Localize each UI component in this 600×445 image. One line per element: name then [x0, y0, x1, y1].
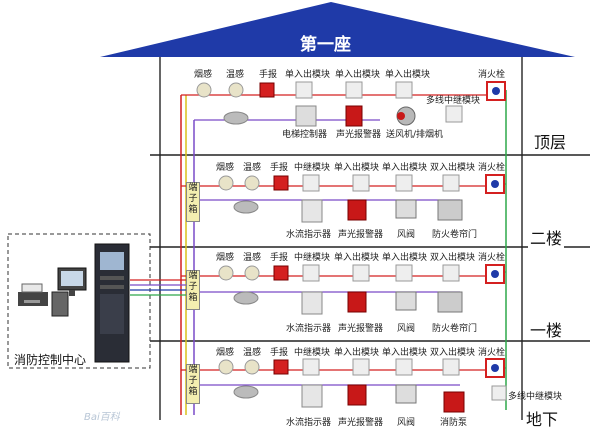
label-2-module-2: 单入出模块 [382, 163, 428, 173]
label-b-module-3: 双入出模块 [430, 348, 476, 358]
label-1-smoke: 烟感 [216, 253, 235, 263]
label-2-hydrant: 消火栓 [478, 163, 506, 173]
label-1-relay: 中继模块 [294, 253, 331, 263]
label-b-manual: 手报 [270, 348, 289, 358]
label-top-elevator: 电梯控制器 [282, 130, 328, 140]
label-top-module-3: 单入出模块 [385, 70, 431, 80]
floor-label-2: 二楼 [528, 229, 565, 248]
label-top-relay: 多线中继模块 [426, 96, 481, 106]
label-b-module-2: 单入出模块 [382, 348, 428, 358]
label-1-heat: 温感 [243, 253, 262, 263]
label-top-fan: 送风机/排烟机 [386, 130, 444, 140]
label-2-heat: 温感 [243, 163, 262, 173]
label-2-module-1: 单入出模块 [334, 163, 380, 173]
control-center-label: 消防控制中心 [14, 353, 87, 367]
control-cabinet [94, 243, 130, 363]
device-row-top [196, 81, 506, 127]
label-b-smoke: 烟感 [216, 348, 235, 358]
control-center-box [7, 233, 151, 369]
label-1-hydrant: 消火栓 [478, 253, 506, 263]
label-2-damper: 风阀 [397, 230, 416, 240]
printer-icon [18, 283, 48, 306]
label-b-pump: 消防泵 [440, 418, 468, 428]
label-top-heat: 温感 [226, 70, 245, 80]
device-row-basement [218, 358, 507, 413]
device-row-first [218, 264, 505, 315]
terminal-box-1: 端子箱 [186, 270, 200, 310]
floor-label-top: 顶层 [532, 133, 569, 152]
label-1-shutter: 防火卷帘门 [432, 324, 478, 334]
floor-label-1: 一楼 [528, 321, 565, 340]
label-top-smoke: 烟感 [194, 70, 213, 80]
label-1-damper: 风阀 [397, 324, 416, 334]
label-b-flow: 水流指示器 [286, 418, 332, 428]
label-1-flow: 水流指示器 [286, 324, 332, 334]
label-b-hydrant: 消火栓 [478, 348, 506, 358]
label-2-alarm: 声光报警器 [338, 230, 384, 240]
label-b-damper: 风阀 [397, 418, 416, 428]
label-1-module-2: 单入出模块 [382, 253, 428, 263]
terminal-box-basement: 端子箱 [186, 364, 200, 404]
watermark: Bai百科 [84, 412, 120, 423]
label-1-module-1: 单入出模块 [334, 253, 380, 263]
label-top-hydrant: 消火栓 [478, 70, 506, 80]
label-b-relay: 中继模块 [294, 348, 331, 358]
label-top-alarm: 声光报警器 [336, 130, 382, 140]
label-2-smoke: 烟感 [216, 163, 235, 173]
label-2-shutter: 防火卷帘门 [432, 230, 478, 240]
label-b-heat: 温感 [243, 348, 262, 358]
label-2-module-3: 双入出模块 [430, 163, 476, 173]
label-2-relay: 中继模块 [294, 163, 331, 173]
terminal-box-2: 端子箱 [186, 182, 200, 222]
computer-icon [51, 267, 87, 317]
label-1-module-3: 双入出模块 [430, 253, 476, 263]
building-title: 第一座 [300, 35, 351, 55]
label-b-alarm: 声光报警器 [338, 418, 384, 428]
label-top-module-2: 单入出模块 [335, 70, 381, 80]
label-2-manual: 手报 [270, 163, 289, 173]
device-row-second [218, 174, 505, 223]
label-top-module-1: 单入出模块 [285, 70, 331, 80]
label-1-alarm: 声光报警器 [338, 324, 384, 334]
roof [100, 2, 575, 57]
label-b-relay-module: 多线中继模块 [508, 392, 563, 402]
label-2-flow: 水流指示器 [286, 230, 332, 240]
label-top-manual: 手报 [259, 70, 278, 80]
label-1-manual: 手报 [270, 253, 289, 263]
floor-label-basement: 地下 [524, 410, 561, 429]
label-b-module-1: 单入出模块 [334, 348, 380, 358]
